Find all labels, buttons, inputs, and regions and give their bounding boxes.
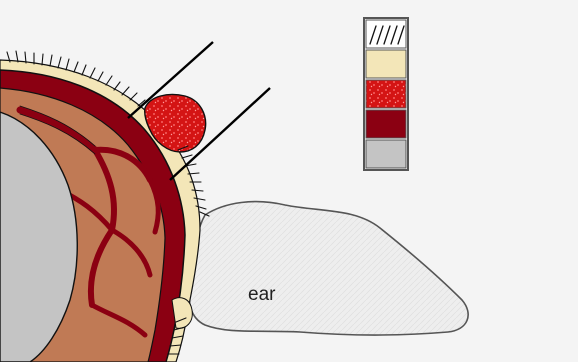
legend-swatch-gland bbox=[366, 80, 406, 108]
legend-swatch-hair bbox=[366, 20, 406, 48]
legend-swatch-fat bbox=[366, 50, 406, 78]
legend bbox=[364, 18, 408, 170]
ear-label: ear bbox=[248, 284, 276, 305]
fat-patch-lower bbox=[172, 298, 192, 329]
legend-swatch-dermis bbox=[366, 110, 406, 138]
legend-swatch-bone bbox=[366, 140, 406, 168]
